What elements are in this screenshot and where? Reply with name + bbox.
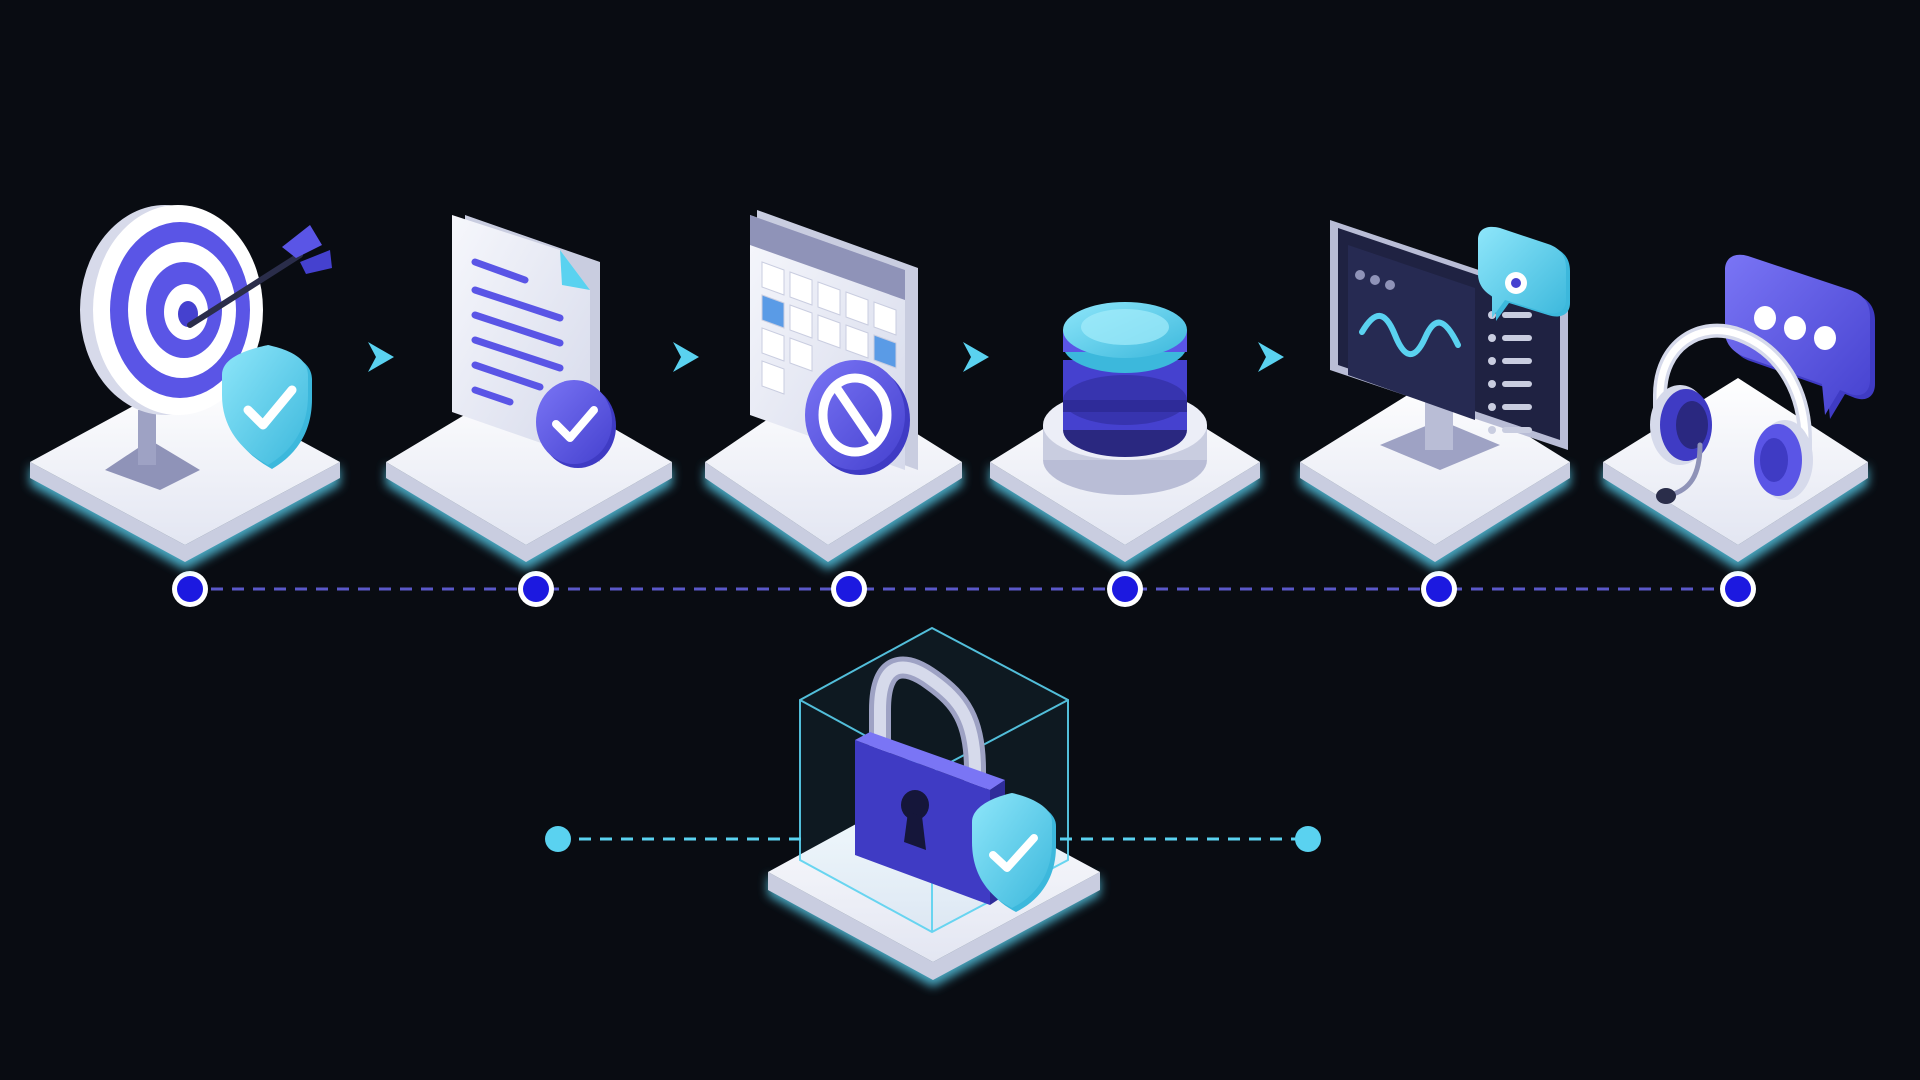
timeline-node-4[interactable] xyxy=(1107,571,1143,607)
timeline-node-2[interactable] xyxy=(518,571,554,607)
calendar-blocked-icon xyxy=(750,210,918,475)
flow-arrow-1-icon xyxy=(368,342,394,372)
timeline xyxy=(172,571,1756,607)
monitoring-screen-icon xyxy=(1330,220,1570,470)
flow-arrow-3-icon xyxy=(963,342,989,372)
flow-arrow-2-icon xyxy=(673,342,699,372)
secure-endpoint-right[interactable] xyxy=(1295,826,1321,852)
document-approved-icon xyxy=(452,215,616,468)
headset-chat-icon xyxy=(1650,254,1875,504)
timeline-node-3[interactable] xyxy=(831,571,867,607)
step-monitor[interactable] xyxy=(1300,220,1570,570)
step-calendar[interactable] xyxy=(705,210,962,570)
timeline-node-5[interactable] xyxy=(1421,571,1457,607)
step-target[interactable] xyxy=(30,205,340,570)
flow-arrow-4-icon xyxy=(1258,342,1284,372)
step-button[interactable] xyxy=(990,302,1260,570)
platform xyxy=(386,378,672,570)
timeline-node-6[interactable] xyxy=(1720,571,1756,607)
padlock-shield-icon xyxy=(855,656,1056,912)
timeline-node-1[interactable] xyxy=(172,571,208,607)
secure-core-connector xyxy=(545,826,1321,852)
step-document[interactable] xyxy=(386,215,672,570)
target-with-shield-icon xyxy=(80,205,332,490)
push-button-icon xyxy=(1043,302,1207,495)
flow-arrows xyxy=(368,342,1284,372)
secure-endpoint-left[interactable] xyxy=(545,826,571,852)
secure-core[interactable] xyxy=(545,626,1321,987)
step-support[interactable] xyxy=(1603,254,1875,570)
